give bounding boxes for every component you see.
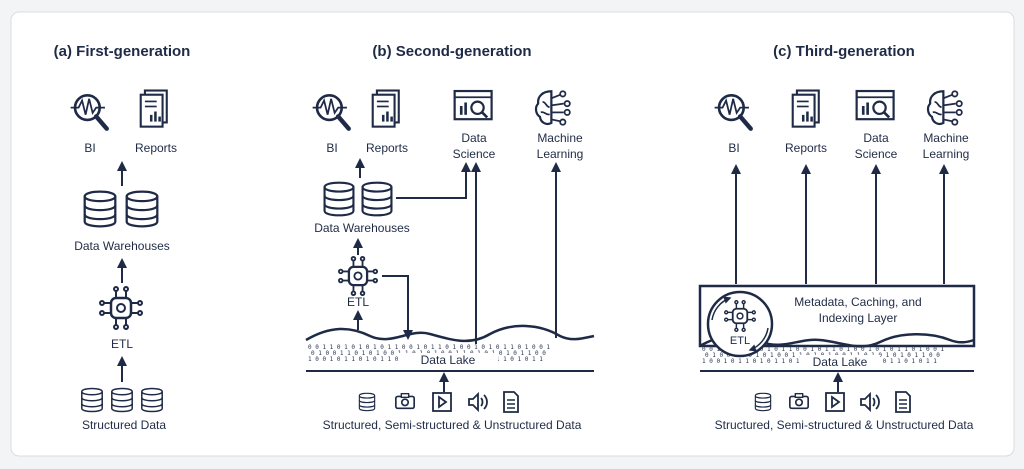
database-icon xyxy=(358,392,376,412)
panel-second-generation: (b) Second-generation BI Reports Data Sc… xyxy=(305,43,595,432)
panel-b-data-lake: Data Lake xyxy=(305,324,595,372)
panel-b-ml-label-2: Learning xyxy=(537,147,584,161)
panel-b-dw-label: Data Warehouses xyxy=(314,221,410,235)
panel-c-etl-label: ETL xyxy=(730,335,750,347)
document-icon xyxy=(895,391,911,413)
panel-a-source-label: Structured Data xyxy=(82,418,166,432)
panel-b-etl-label: ETL xyxy=(347,295,369,309)
panel-a-title: (a) First-generation xyxy=(54,43,191,60)
reports-doc-icon xyxy=(791,89,820,128)
panel-c-layer-label-1: Metadata, Caching, and xyxy=(794,295,921,309)
arrow-etl-to-lake xyxy=(382,275,413,340)
video-play-icon xyxy=(432,392,452,412)
panel-c-reports-label: Reports xyxy=(785,141,827,155)
database-icon xyxy=(361,181,393,217)
panel-first-generation: (a) First-generation BI Reports Data War… xyxy=(54,43,191,432)
database-icon xyxy=(83,190,117,228)
data-science-icon xyxy=(453,89,493,121)
document-icon xyxy=(503,391,519,413)
panel-b-bi-label: BI xyxy=(326,141,337,155)
database-icon xyxy=(81,387,103,413)
panel-b-source-label: Structured, Semi-structured & Unstructur… xyxy=(323,418,582,432)
video-play-icon xyxy=(825,392,845,412)
camera-icon xyxy=(788,392,810,410)
camera-icon xyxy=(394,392,416,410)
panel-c-title: (c) Third-generation xyxy=(773,43,915,60)
arrow-dw-to-data-science xyxy=(396,162,471,199)
database-icon xyxy=(754,392,772,412)
database-icon xyxy=(323,181,355,217)
panel-c-layer-label-2: Indexing Layer xyxy=(819,311,898,325)
panel-c-lake-label: Data Lake xyxy=(813,355,868,369)
panel-third-generation: (c) Third-generation BI Reports Data Sci… xyxy=(698,43,976,432)
panel-a-etl-label: ETL xyxy=(111,337,133,351)
database-icon xyxy=(125,190,159,228)
panel-b-ds-label-2: Science xyxy=(453,147,496,161)
reports-doc-icon xyxy=(139,89,168,128)
database-icon xyxy=(141,387,163,413)
panel-b-title: (b) Second-generation xyxy=(372,43,531,60)
panel-a-dw-label: Data Warehouses xyxy=(74,239,170,253)
panel-b-ml-label-1: Machine xyxy=(537,131,583,145)
panel-c-source-label: Structured, Semi-structured & Unstructur… xyxy=(715,418,974,432)
panel-b-ds-label-1: Data xyxy=(461,131,487,145)
panel-b-reports-label: Reports xyxy=(366,141,408,155)
panel-c-ml-label-1: Machine xyxy=(923,131,969,145)
panel-c-ml-label-2: Learning xyxy=(923,147,970,161)
panel-c-bi-label: BI xyxy=(728,141,739,155)
panel-a-reports-label: Reports xyxy=(135,141,177,155)
panel-b-lake-label: Data Lake xyxy=(421,353,476,367)
data-science-icon xyxy=(855,89,895,121)
panel-c-ds-label-2: Science xyxy=(855,147,898,161)
panel-c-ds-label-1: Data xyxy=(863,131,889,145)
panel-a-bi-label: BI xyxy=(84,141,95,155)
database-icon xyxy=(111,387,133,413)
reports-doc-icon xyxy=(371,89,400,128)
